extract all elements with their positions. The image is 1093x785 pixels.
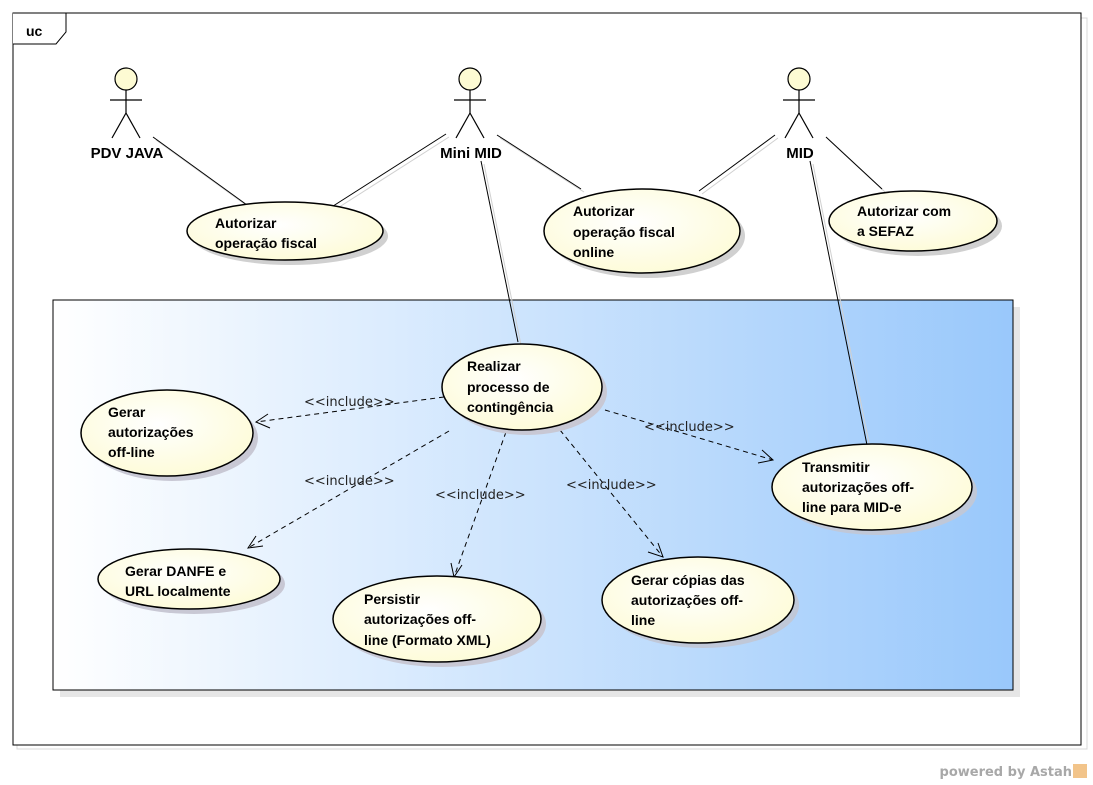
include-label: <<include>> (304, 395, 395, 410)
actor-label: MID (786, 145, 814, 162)
use-case-line: Transmitir (802, 459, 870, 475)
use-case-gerar-danfe-url[interactable]: Gerar DANFE e URL localmente (97, 548, 285, 614)
use-case-line: online (573, 244, 614, 260)
use-case-line: Realizar (467, 358, 521, 374)
use-case-gerar-copias[interactable]: Gerar cópias das autorizações off- line (601, 556, 799, 648)
astah-watermark: powered by Astah (940, 764, 1087, 780)
include-label: <<include>> (566, 478, 657, 493)
use-case-autorizar-operacao-fiscal-online[interactable]: Autorizar operação fiscal online (543, 188, 745, 278)
use-case-autorizar-operacao-fiscal[interactable]: Autorizar operação fiscal (186, 201, 388, 265)
use-case-line: a SEFAZ (857, 223, 914, 239)
use-case-line: autorizações off- (631, 592, 743, 608)
use-case-line: line para MID-e (802, 499, 902, 515)
svg-text:Autorizar com a SEFAZ: Autorizar com a SEFAZ (857, 203, 955, 239)
use-case-line: processo de (467, 379, 550, 395)
svg-text:Gerar autorizações: Gerar autorizações off-line (108, 404, 197, 460)
use-case-persistir-autorizacoes[interactable]: Persistir autorizações off- line (Format… (332, 575, 546, 667)
include-label: <<include>> (435, 488, 526, 503)
svg-text:Transmitir autorizações: Transmitir autorizações off- line para M… (802, 459, 918, 515)
include-label: <<include>> (304, 474, 395, 489)
use-case-line: line (631, 612, 655, 628)
use-case-line: Autorizar (215, 215, 277, 231)
use-case-autorizar-com-sefaz[interactable]: Autorizar com a SEFAZ (828, 190, 1002, 256)
use-case-realizar-processo-contingencia[interactable]: Realizar processo de contingência (441, 343, 607, 435)
watermark-text: powered by Astah (939, 765, 1072, 780)
frame-tag-box (13, 12, 67, 45)
astah-logo-icon (1073, 764, 1087, 778)
use-case-line: Autorizar (573, 203, 635, 219)
svg-text:Autorizar operação fisca: Autorizar operação fiscal (215, 215, 317, 251)
actor-label: PDV JAVA (91, 145, 164, 162)
include-label: <<include>> (644, 420, 735, 435)
use-case-line: autorizações (108, 424, 194, 440)
associations (152, 133, 883, 446)
svg-text:Gerar DANFE e URL localm: Gerar DANFE e URL localmente (125, 563, 231, 599)
use-case-line: autorizações off- (802, 479, 914, 495)
svg-text:Persistir autorizações o: Persistir autorizações off- line (Format… (364, 591, 491, 648)
use-case-line: Gerar cópias das (631, 572, 745, 588)
svg-text:Gerar cópias das autoriz: Gerar cópias das autorizações off- line (631, 572, 749, 628)
svg-text:Realizar processo de: Realizar processo de contingência (467, 358, 554, 415)
use-case-line: Gerar (108, 404, 146, 420)
include-dependencies (247, 396, 774, 578)
svg-text:Autorizar operação fisca: Autorizar operação fiscal online (573, 203, 679, 260)
use-case-line: contingência (467, 399, 554, 415)
frame-tag: uc (26, 23, 43, 39)
actor-mid[interactable] (783, 67, 815, 139)
use-case-line: off-line (108, 444, 155, 460)
use-case-line: URL localmente (125, 583, 231, 599)
actor-pdv-java[interactable] (110, 67, 142, 139)
use-case-line: Autorizar com (857, 203, 951, 219)
use-case-line: operação fiscal (215, 235, 317, 251)
use-case-line: line (Formato XML) (364, 632, 491, 648)
actor-label: Mini MID (440, 145, 502, 162)
use-case-line: Persistir (364, 591, 421, 607)
actor-mini-mid[interactable] (454, 67, 486, 139)
use-case-line: operação fiscal (573, 224, 675, 240)
use-case-transmitir-autorizacoes[interactable]: Transmitir autorizações off- line para M… (771, 443, 977, 535)
use-case-gerar-autorizacoes-off-line[interactable]: Gerar autorizações off-line (80, 389, 258, 481)
use-case-line: autorizações off- (364, 611, 476, 627)
use-case-line: Gerar DANFE e (125, 563, 226, 579)
